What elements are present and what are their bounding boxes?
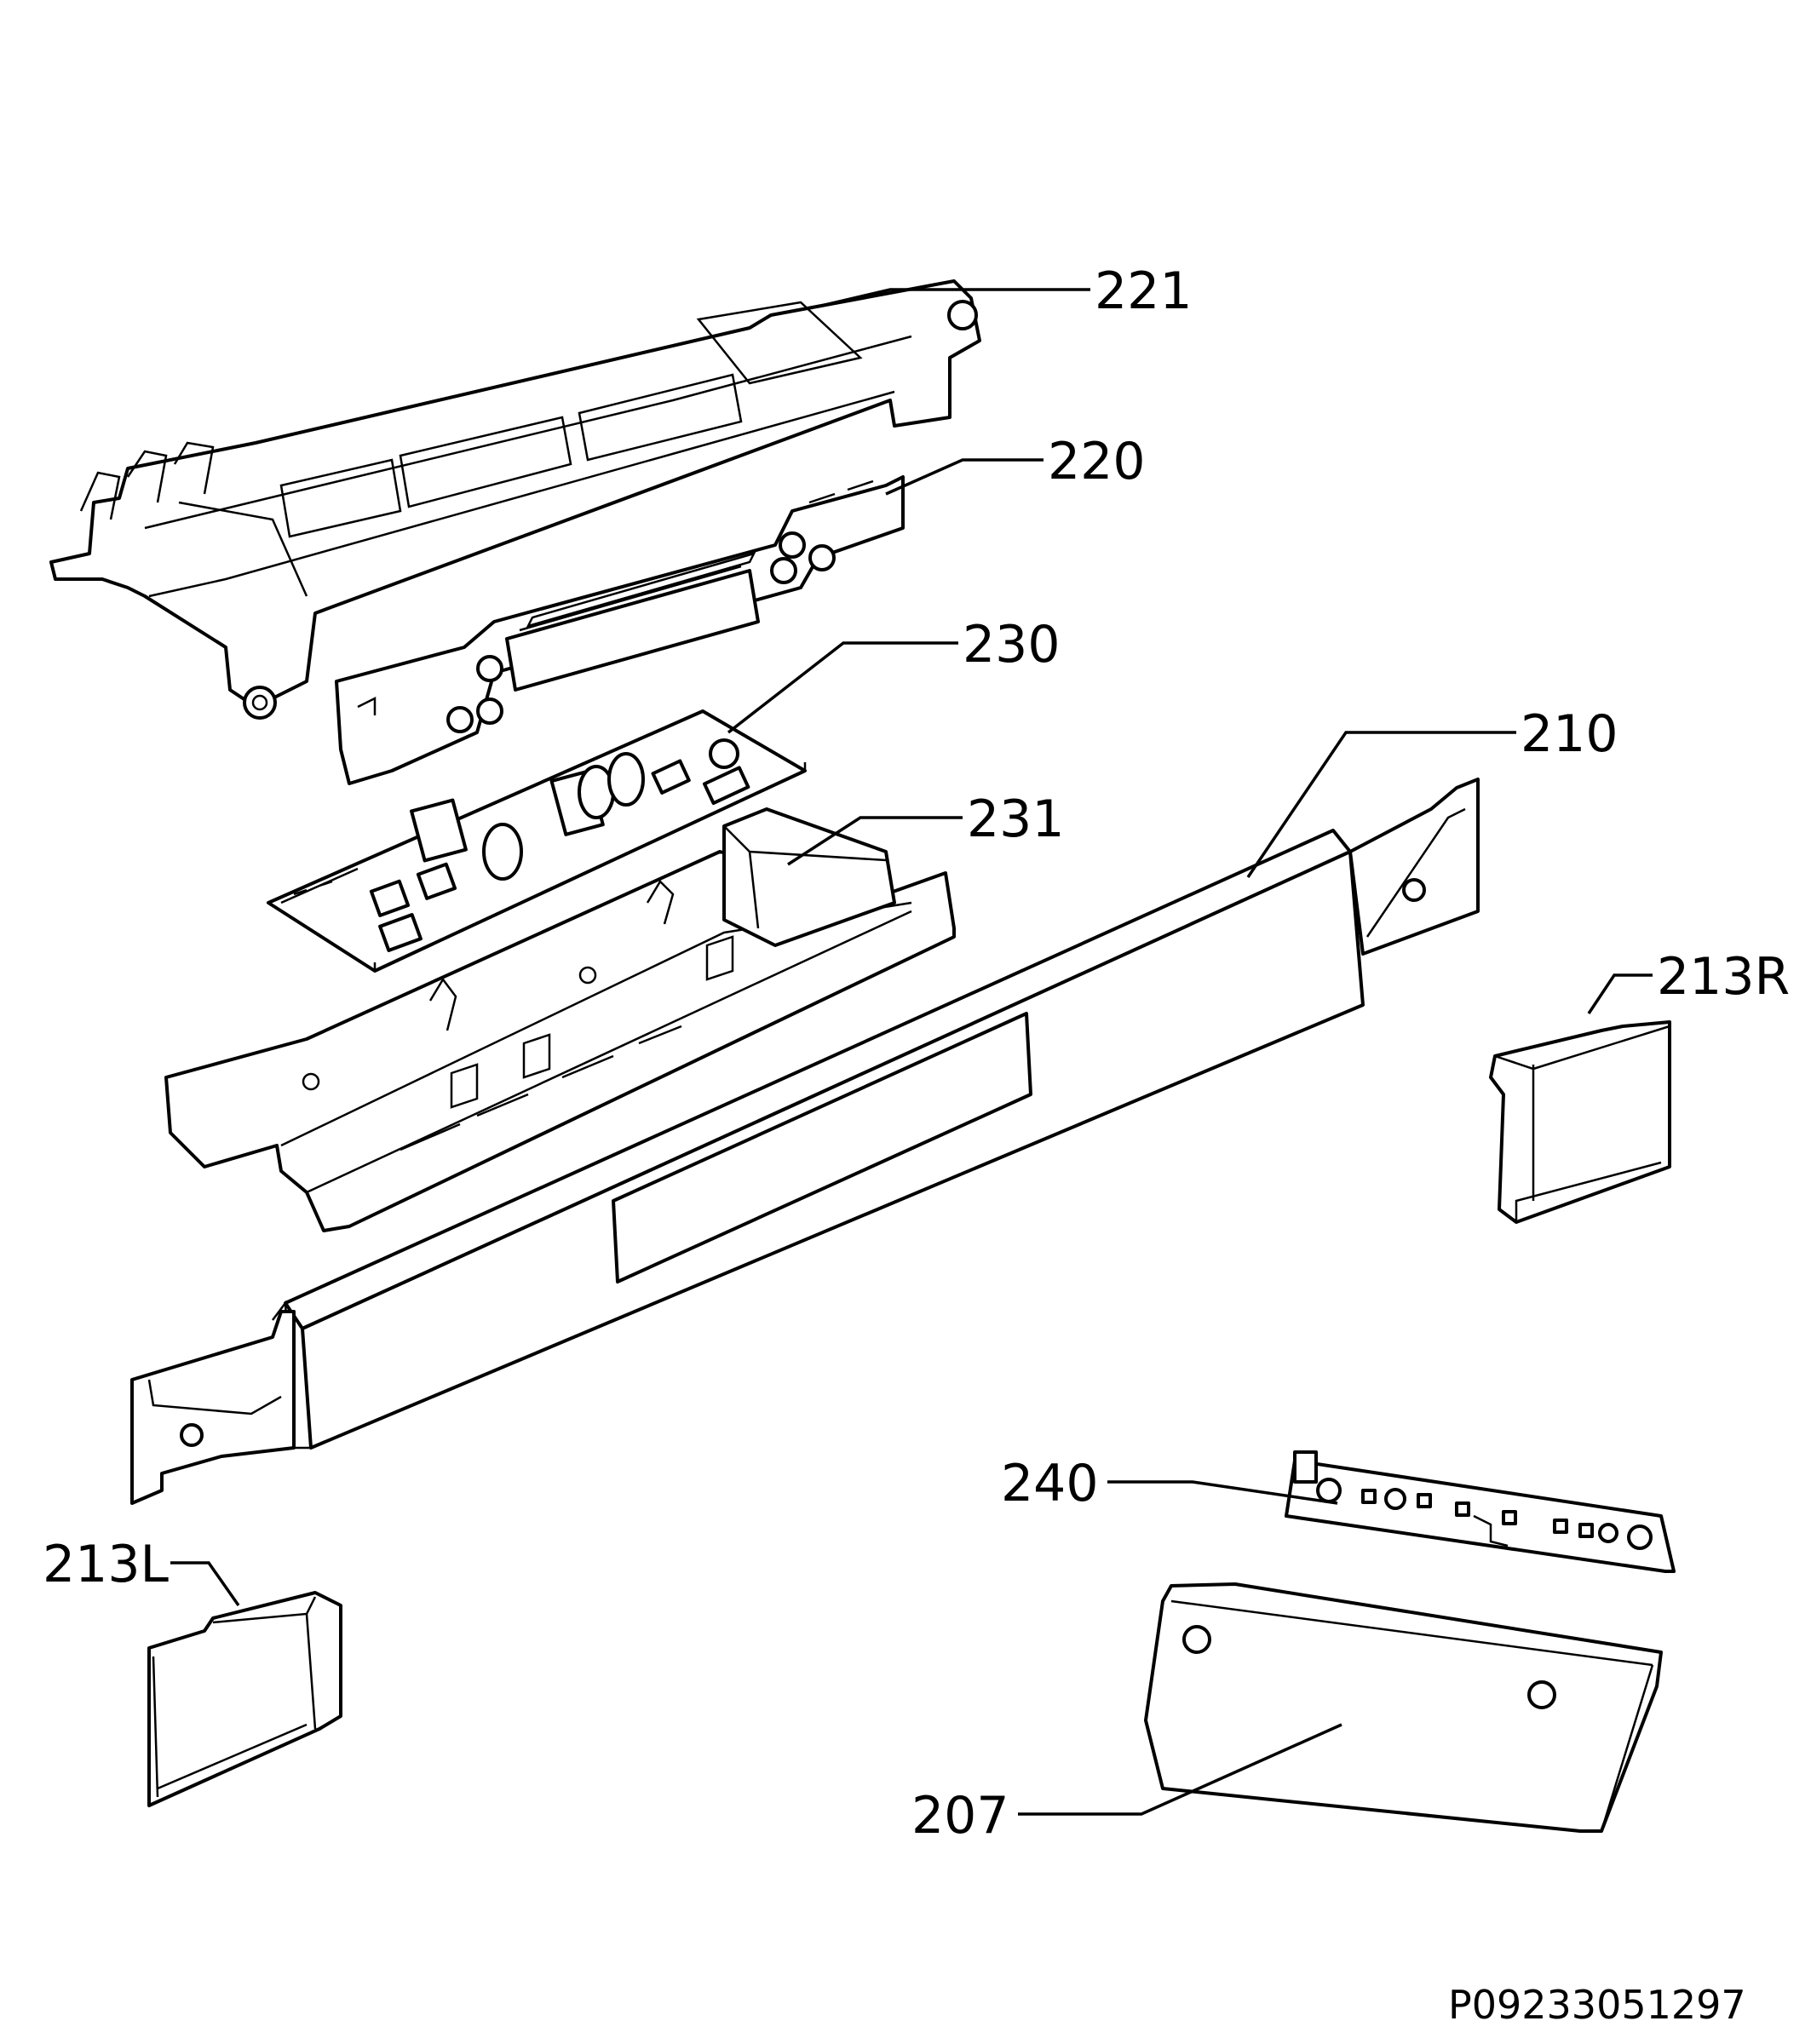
leader-240 <box>1107 1480 1338 1505</box>
leader-221 <box>817 288 1090 308</box>
part-213R-right-end-cap <box>1489 1020 1671 1224</box>
callout-231: 231 <box>967 789 1065 849</box>
callout-210: 210 <box>1521 704 1618 764</box>
part-240-led-board <box>1285 1450 1676 1573</box>
callout-213L: 213L <box>43 1535 170 1594</box>
part-213L-left-end-cap <box>147 1591 342 1807</box>
part-220-display-board <box>335 475 905 785</box>
callout-240: 240 <box>1001 1454 1099 1513</box>
leader-230 <box>727 641 958 734</box>
part-210-control-panel <box>130 778 1480 1505</box>
part-221-top-cover <box>49 279 981 720</box>
drawing-code: P09233051297 <box>1448 1982 1746 2028</box>
leader-210 <box>1246 731 1516 878</box>
leader-213L <box>170 1561 240 1607</box>
callout-221: 221 <box>1095 261 1193 321</box>
leader-lines <box>170 288 1653 1816</box>
part-231-housing <box>164 807 956 1232</box>
part-230-main-board <box>267 709 807 973</box>
callout-213R: 213R <box>1657 947 1790 1007</box>
leader-220 <box>885 458 1043 496</box>
callout-230: 230 <box>963 615 1061 675</box>
leader-207 <box>1018 1723 1342 1816</box>
part-207-light-cover <box>1144 1582 1663 1833</box>
callout-220: 220 <box>1048 432 1146 491</box>
callout-207: 207 <box>911 1786 1009 1846</box>
leader-213R <box>1587 973 1653 1014</box>
leader-231 <box>787 816 963 866</box>
